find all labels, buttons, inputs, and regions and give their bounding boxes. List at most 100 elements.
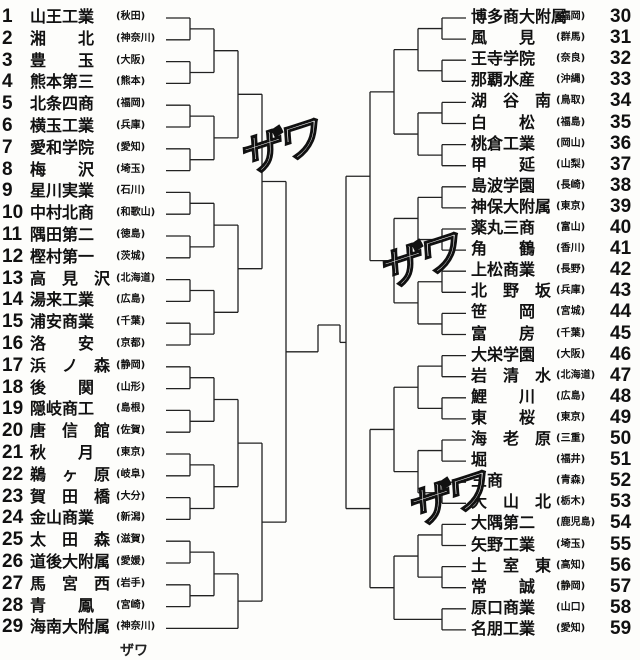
school-name: 馬 宮 西	[30, 573, 111, 593]
seed-number: 13	[2, 267, 24, 289]
seed-number: 46	[610, 343, 632, 365]
prefecture-label: (岐阜)	[116, 468, 146, 480]
school-name: 浦安商業	[30, 312, 95, 332]
seed-number: 10	[2, 202, 24, 224]
school-name: 中村北商	[30, 203, 95, 223]
seed-number: 18	[2, 376, 24, 398]
school-name: 浜 ノ 森	[30, 355, 111, 375]
school-name: 白 松	[471, 112, 536, 132]
school-name: 島波学園	[471, 175, 536, 195]
seed-number: 26	[2, 551, 24, 572]
prefecture-label: (埼玉)	[116, 163, 146, 175]
school-name: 熊本第三	[30, 72, 95, 92]
prefecture-label: (北海道)	[116, 272, 156, 284]
prefecture-label: (山梨)	[556, 158, 586, 170]
school-name: 富 房	[471, 323, 536, 343]
seed-number: 31	[610, 27, 632, 49]
school-name: 隅田第二	[30, 225, 95, 244]
prefecture-label: (福岡)	[116, 98, 146, 110]
seed-number: 34	[610, 90, 632, 112]
prefecture-label: (山口)	[556, 601, 586, 613]
seed-number: 20	[2, 420, 24, 442]
school-name: 大 山 北	[471, 492, 552, 512]
school-name: 風 見	[471, 28, 536, 48]
school-name: 鵜 ヶ 原	[30, 464, 111, 484]
school-name: 湘 北	[30, 28, 95, 48]
school-name: 山王工業	[30, 7, 95, 26]
school-name: 堀	[471, 450, 488, 470]
prefecture-label: (滋賀)	[116, 534, 146, 546]
school-name: 高 見 沢	[30, 268, 111, 288]
seed-number: 35	[610, 111, 632, 133]
seed-number: 30	[610, 6, 632, 27]
prefecture-label: (千葉)	[556, 327, 586, 339]
prefecture-label: (新潟)	[116, 512, 146, 524]
school-name: 鯉 川	[471, 386, 536, 406]
prefecture-label: (鹿児島)	[556, 517, 596, 529]
prefecture-label: (神奈川)	[116, 32, 156, 44]
prefecture-label: (長崎)	[556, 179, 586, 191]
seed-number: 6	[2, 115, 13, 136]
prefecture-label: (長野)	[556, 264, 586, 276]
school-name: 星川実業	[30, 181, 95, 201]
seed-number: 42	[610, 259, 632, 281]
prefecture-label: (広島)	[116, 294, 146, 306]
school-name: 笹 岡	[471, 302, 536, 322]
seed-number: 28	[2, 594, 24, 616]
prefecture-label: (静岡)	[116, 359, 146, 371]
seed-number: 54	[610, 512, 632, 534]
prefecture-label: (鳥取)	[556, 95, 586, 107]
school-name: 角 鶴	[471, 239, 536, 259]
prefecture-label: (福岡)	[556, 11, 586, 22]
prefecture-label: (岩手)	[116, 577, 146, 589]
school-name: 唐 信 館	[30, 421, 111, 441]
seed-number: 21	[2, 442, 24, 463]
school-name: 土 室 東	[471, 555, 552, 575]
school-name: 王寺学院	[471, 49, 536, 69]
prefecture-label: (神奈川)	[116, 621, 156, 633]
prefecture-label: (愛知)	[556, 622, 586, 634]
seed-number: 48	[610, 385, 632, 407]
prefecture-label: (北海道)	[556, 369, 596, 381]
school-name: 矢野工業	[471, 534, 536, 554]
prefecture-label: (東京)	[556, 411, 586, 423]
seed-number: 8	[2, 158, 13, 180]
prefecture-label: (愛知)	[116, 141, 146, 153]
school-name: 湖 谷 南	[471, 91, 552, 111]
school-name: 洛 安	[30, 334, 95, 353]
seed-number: 52	[610, 470, 632, 492]
seed-number: 49	[610, 406, 632, 428]
school-name: 大隅第二	[471, 513, 536, 533]
school-name: 青 鳳	[30, 595, 95, 615]
seed-number: 3	[2, 49, 13, 71]
school-name: 博多商大附属	[471, 7, 568, 26]
prefecture-label: (沖縄)	[556, 74, 586, 86]
school-name: 太 田 森	[30, 530, 111, 550]
prefecture-label: (大阪)	[556, 348, 586, 360]
seed-number: 41	[610, 238, 632, 260]
seed-number: 7	[2, 136, 13, 158]
school-name: 原口商業	[471, 597, 536, 617]
prefecture-label: (京都)	[116, 338, 146, 349]
seed-number: 40	[610, 217, 632, 238]
school-name: 隠岐商工	[30, 399, 95, 419]
seed-number: 53	[610, 491, 632, 513]
prefecture-label: (福島)	[556, 116, 586, 128]
prefecture-label: (石川)	[116, 185, 146, 197]
prefecture-label: (和歌山)	[116, 207, 156, 219]
school-name: 名朋工業	[471, 618, 536, 638]
seed-number: 27	[2, 572, 24, 594]
school-name: 北条四商	[30, 94, 95, 114]
seed-number: 19	[2, 398, 24, 420]
school-name: 神保大附属	[471, 196, 552, 216]
seed-number: 58	[610, 596, 632, 618]
prefecture-label: (三重)	[556, 433, 586, 444]
seed-number: 22	[2, 463, 24, 485]
seed-number: 1	[2, 6, 13, 27]
seed-number: 2	[2, 27, 13, 49]
prefecture-label: (栃木)	[556, 496, 586, 508]
school-name: 秋 月	[30, 443, 95, 462]
school-name: 海 老 原	[471, 429, 552, 448]
prefecture-label: (宮城)	[556, 306, 586, 318]
school-name: 三商	[471, 471, 504, 491]
